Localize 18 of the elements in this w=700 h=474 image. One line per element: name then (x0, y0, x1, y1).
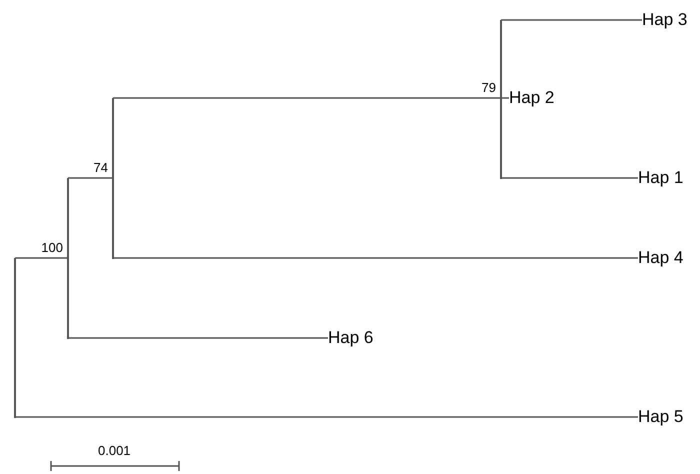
tree-branch (15, 416, 638, 418)
leaf-label: Hap 6 (328, 327, 374, 349)
tree-branch (15, 257, 68, 259)
tree-branch (501, 19, 642, 21)
leaf-label: Hap 3 (642, 9, 688, 31)
leaf-label: Hap 2 (509, 87, 554, 109)
tree-branch (68, 337, 328, 339)
bootstrap-value: 79 (482, 80, 496, 95)
tree-branch (113, 97, 501, 99)
tree-branch (501, 177, 638, 179)
leaf-label: Hap 4 (638, 247, 684, 269)
tree-branch (68, 177, 113, 179)
leaf-label: Hap 5 (638, 406, 684, 428)
tree-branch (113, 257, 638, 259)
bootstrap-value: 74 (94, 160, 108, 175)
scale-label: 0.001 (98, 443, 131, 458)
leaf-label: Hap 1 (638, 167, 684, 189)
bootstrap-value: 100 (41, 240, 63, 255)
